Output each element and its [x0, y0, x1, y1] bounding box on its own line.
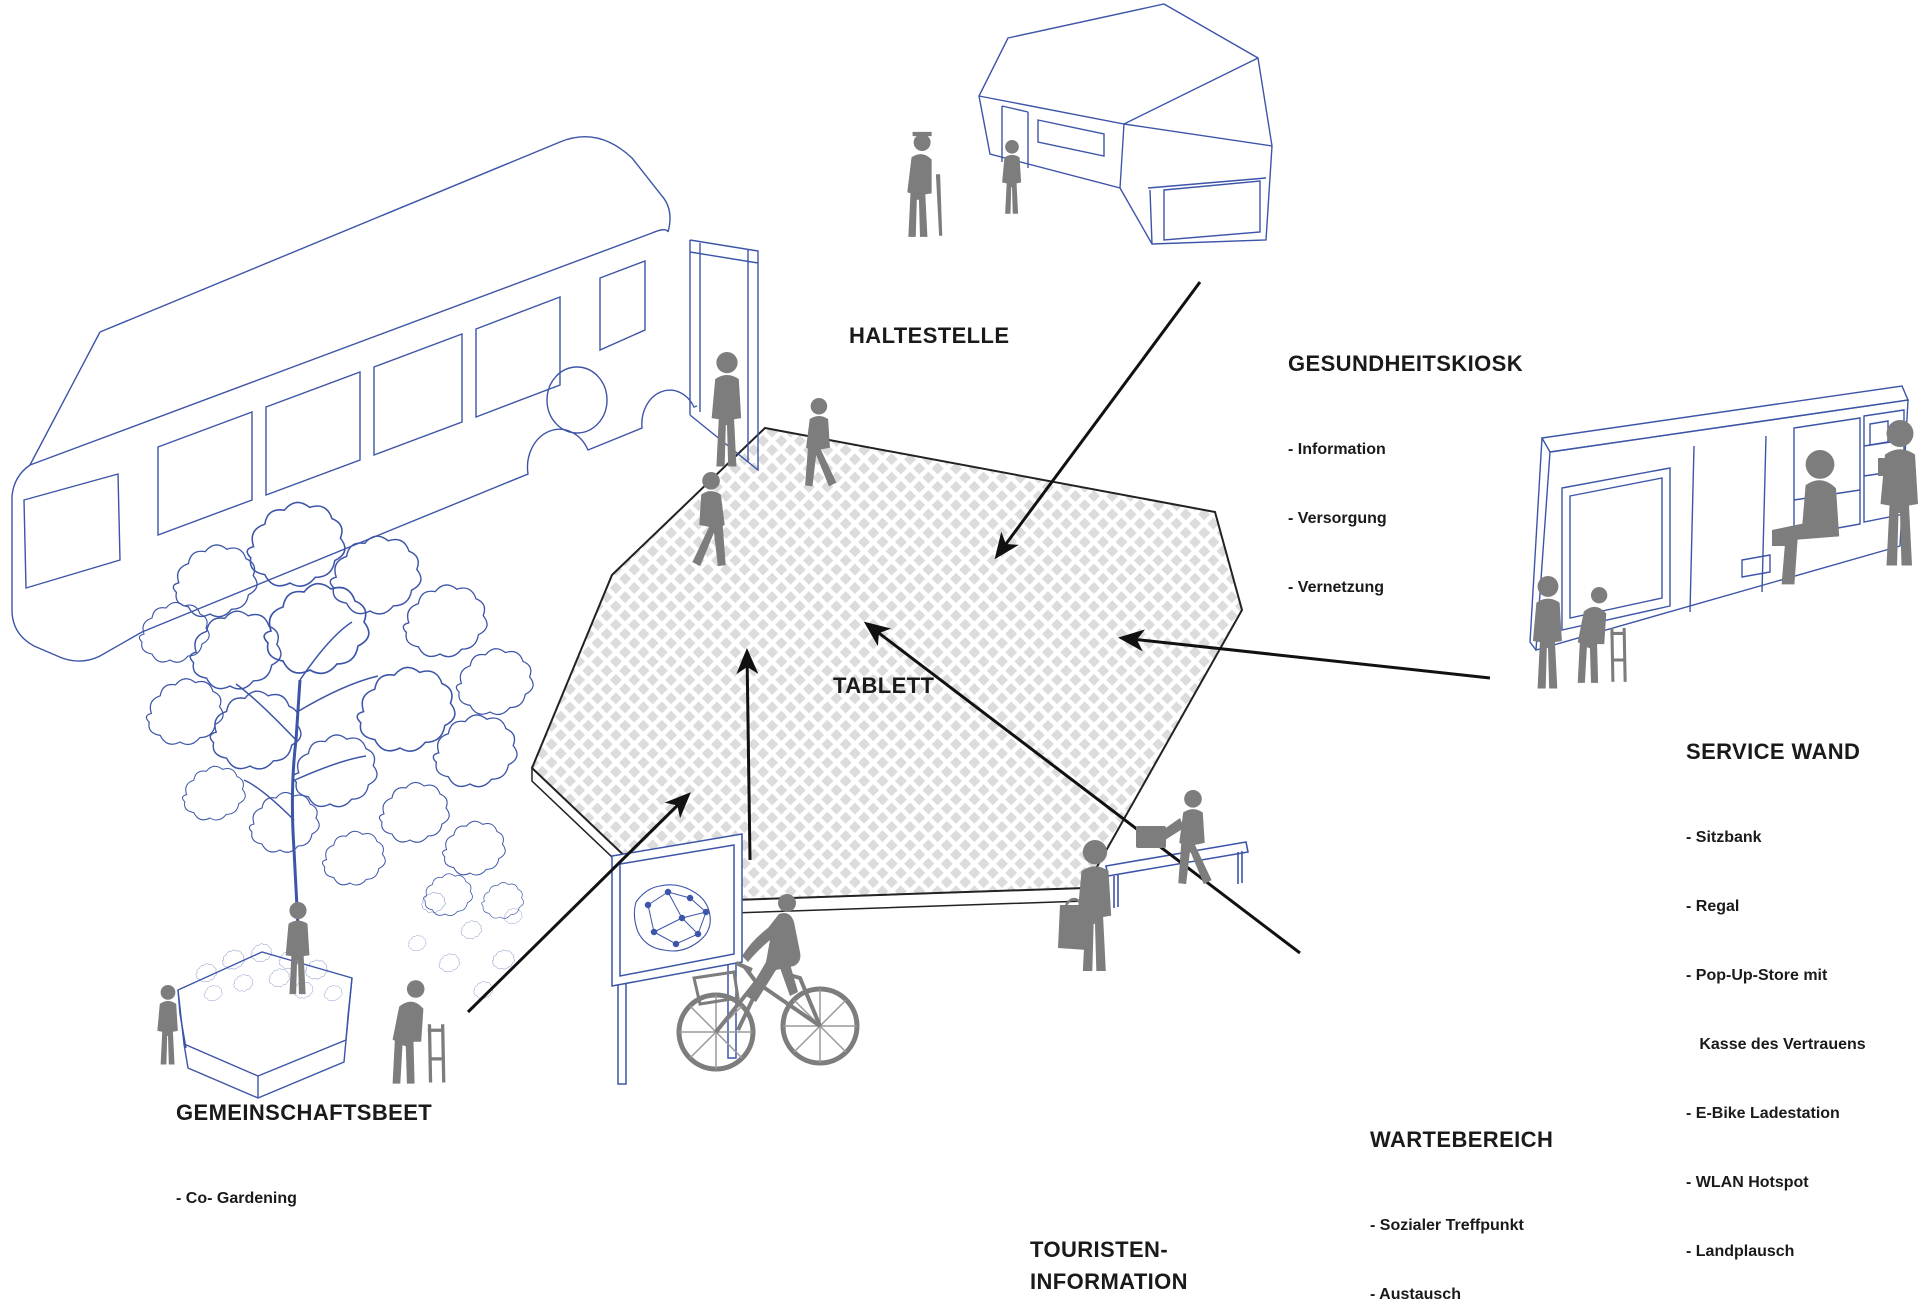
label-haltestelle: HALTESTELLE [849, 322, 1009, 349]
touristen-information-title-line1: TOURISTEN- [1030, 1237, 1169, 1262]
arrow-touristinfo-to-platform [736, 648, 759, 861]
wartebereich-items: - Sozialer Treffpunkt - Austausch [1370, 1217, 1524, 1302]
community-bed-illustration [138, 501, 534, 1099]
arrow-gardenbed-to-platform [466, 792, 691, 1014]
planter-box-illustration [177, 951, 353, 1099]
touristen-information-title-line2: INFORMATION [1030, 1269, 1188, 1294]
label-gemeinschaftsbeet: GEMEINSCHAFTSBEET - Co- Gardening [176, 1099, 432, 1256]
service-wand-items: - Sitzbank - Regal - Pop-Up-Store mit Ka… [1686, 829, 1866, 1260]
tablett-title: TABLETT [833, 673, 935, 698]
kiosk-visitor [1002, 140, 1022, 214]
flower-scribbles [195, 892, 523, 1001]
person-reading-at-wall [1878, 420, 1918, 566]
gemeinschaftsbeet-items: - Co- Gardening [176, 1190, 297, 1207]
haltestelle-title: HALTESTELLE [849, 323, 1010, 348]
cyclist-illustration [676, 894, 860, 1072]
people-silhouettes [157, 131, 1918, 1084]
elderly-man-with-cane [907, 131, 943, 237]
label-tablett: TABLETT [833, 672, 934, 699]
gesundheitskiosk-items: - Information - Versorgung - Vernetzung [1288, 441, 1387, 596]
tourist-info-sign-illustration [611, 833, 743, 1085]
service-wand-title: SERVICE WAND [1686, 739, 1861, 764]
label-wartebereich: WARTEBEREICH - Sozialer Treffpunkt - Aus… [1370, 1126, 1553, 1302]
man-with-briefcase [1136, 790, 1212, 885]
gesundheitskiosk-title: GESUNDHEITSKIOSK [1288, 351, 1523, 376]
wall-visitor-with-cart [1577, 587, 1627, 683]
arrow-kiosk-to-platform [994, 281, 1202, 560]
waiting-woman-with-bag [1058, 840, 1112, 971]
arrow-waitingarea-to-platform [863, 621, 1301, 955]
label-gesundheitskiosk: GESUNDHEITSKIOSK - Information - Versorg… [1288, 350, 1523, 645]
connection-arrows [466, 281, 1491, 1014]
label-touristen-information: TOURISTEN- INFORMATION [1030, 1234, 1188, 1298]
wartebereich-title: WARTEBEREICH [1370, 1127, 1554, 1152]
garden-child [157, 985, 178, 1065]
tablett-platform [530, 426, 1244, 916]
garden-woman [285, 902, 310, 995]
health-kiosk-illustration [978, 3, 1273, 245]
wall-visitor [1532, 576, 1562, 689]
garden-elder-with-walker [392, 980, 446, 1084]
arrow-servicewall-to-platform [1118, 629, 1491, 680]
person-at-bus-door [711, 352, 742, 467]
label-service-wand: SERVICE WAND - Sitzbank - Regal - Pop-Up… [1686, 738, 1866, 1302]
gemeinschaftsbeet-title: GEMEINSCHAFTSBEET [176, 1100, 433, 1125]
tree-illustration [138, 501, 534, 966]
bus-illustration [11, 136, 759, 662]
